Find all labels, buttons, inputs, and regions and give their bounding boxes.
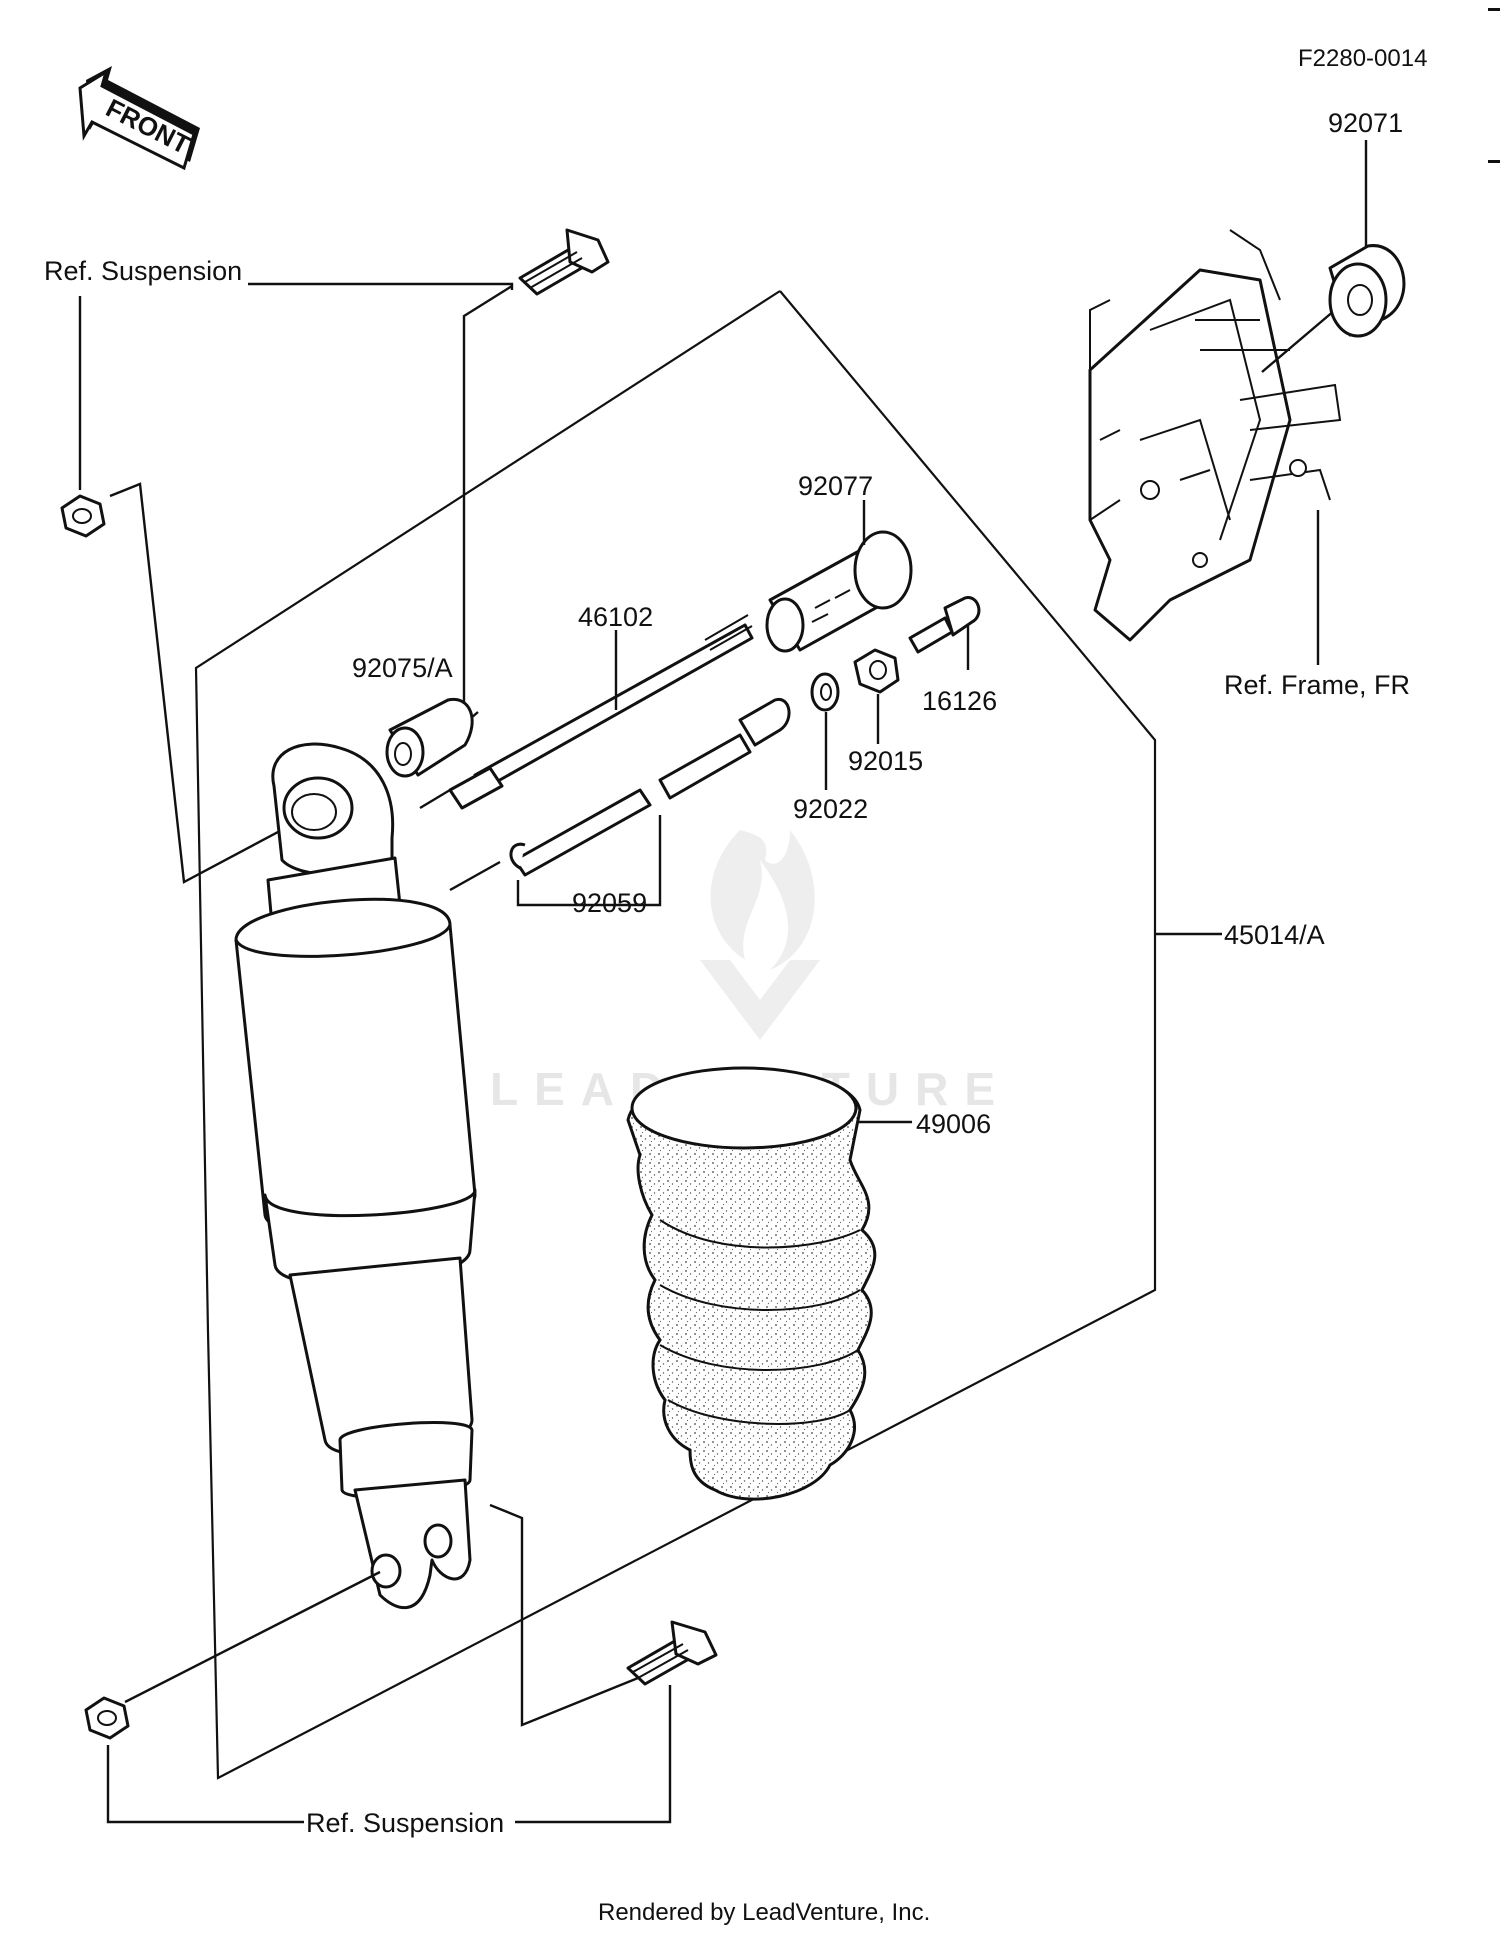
label-92059: 92059 xyxy=(572,888,647,918)
bushing-92075a xyxy=(385,697,474,778)
dust-cover-49006 xyxy=(626,1066,877,1501)
label-45014a: 45014/A xyxy=(1224,920,1325,950)
label-92015: 92015 xyxy=(848,746,923,776)
ref-frame-fr: Ref. Frame, FR xyxy=(1224,670,1410,700)
leader-ref-suspension-bottom-right xyxy=(515,1685,672,1824)
frame-mount-detail xyxy=(1088,229,1342,642)
leader-ref-suspension-bottom-left xyxy=(106,1745,304,1824)
leader-ref-suspension-top xyxy=(248,282,514,290)
leader-rod-eye xyxy=(419,788,451,810)
leader-hose-end xyxy=(449,860,501,892)
bushing-92071 xyxy=(1328,244,1406,338)
fitting-16126 xyxy=(908,596,981,654)
nut-top xyxy=(60,494,106,538)
hose-92059 xyxy=(509,697,791,877)
collar-92077 xyxy=(765,530,913,653)
assembly-outline xyxy=(194,290,1157,1780)
leader-bolt-top-path xyxy=(462,284,513,727)
leader-nut-top-path xyxy=(109,482,311,884)
leader-92059 xyxy=(516,815,662,907)
nut-92015 xyxy=(853,648,900,694)
label-49006: 49006 xyxy=(916,1109,991,1139)
label-46102: 46102 xyxy=(578,602,653,632)
front-arrow-icon: FRONT xyxy=(78,66,200,171)
leader-nut-bottom xyxy=(124,1570,381,1704)
bolt-bottom xyxy=(626,1620,718,1686)
leader-bolt-bottom xyxy=(489,1503,639,1727)
washer-92022 xyxy=(810,672,840,712)
shock-absorber xyxy=(234,742,477,1609)
label-92077: 92077 xyxy=(798,471,873,501)
footer-credit: Rendered by LeadVenture, Inc. xyxy=(598,1899,930,1926)
drawing-code: F2280-0014 xyxy=(1298,45,1427,72)
ref-suspension-top: Ref. Suspension xyxy=(44,256,242,286)
label-16126: 16126 xyxy=(922,686,997,716)
margin-tick xyxy=(1488,160,1500,163)
ref-suspension-bottom: Ref. Suspension xyxy=(306,1808,504,1838)
rod-46102 xyxy=(448,614,754,810)
nut-bottom xyxy=(84,1696,130,1740)
label-92071: 92071 xyxy=(1328,108,1403,138)
label-92075a: 92075/A xyxy=(352,653,453,683)
label-92022: 92022 xyxy=(793,794,868,824)
leader-92071-mount xyxy=(1261,309,1336,373)
bolt-top xyxy=(518,228,610,296)
margin-tick xyxy=(1488,8,1500,11)
